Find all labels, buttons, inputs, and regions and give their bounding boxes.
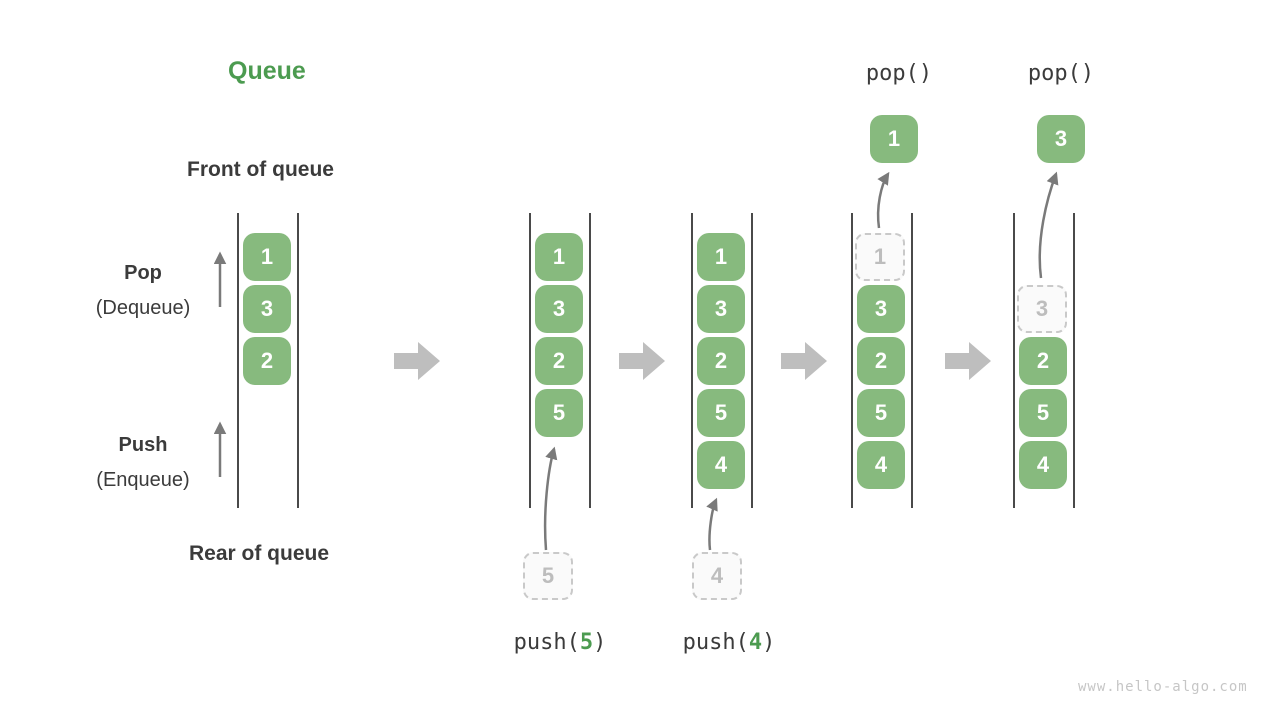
step-arrow-icon <box>781 342 827 380</box>
front-of-queue-label: Front of queue <box>187 158 334 181</box>
queue-item-box: 4 <box>1019 441 1067 489</box>
push-operation-label: push(5) <box>485 630 635 655</box>
queue-item-box: 2 <box>697 337 745 385</box>
queue-item-box: 2 <box>1019 337 1067 385</box>
step-arrow-icon <box>945 342 991 380</box>
push-op-arg: 5 <box>579 630 594 655</box>
removed-item-box: 3 <box>1017 285 1067 333</box>
pending-item-box: 4 <box>692 552 742 600</box>
pop-flow-arrow <box>876 171 890 229</box>
queue-rail <box>589 213 591 508</box>
removed-item-box: 1 <box>855 233 905 281</box>
queue-item-box: 3 <box>535 285 583 333</box>
queue-item-box: 5 <box>857 389 905 437</box>
queue-item-box: 5 <box>535 389 583 437</box>
push-flow-arrow <box>543 446 558 551</box>
pop-operation-label: pop() <box>1027 61 1095 86</box>
queue-item-box: 2 <box>857 337 905 385</box>
queue-rail <box>1013 213 1015 508</box>
push-label: Push <box>118 434 168 456</box>
queue-rail <box>237 213 239 508</box>
queue-item-box: 2 <box>243 337 291 385</box>
queue-rail <box>691 213 693 508</box>
queue-rail <box>297 213 299 508</box>
pop-label: Pop <box>124 262 162 284</box>
dequeue-label: (Dequeue) <box>95 297 191 319</box>
step-arrow-icon <box>619 342 665 380</box>
queue-rail <box>529 213 531 508</box>
queue-rail <box>1073 213 1075 508</box>
queue-item-box: 3 <box>697 285 745 333</box>
queue-item-box: 3 <box>857 285 905 333</box>
queue-item-box: 5 <box>1019 389 1067 437</box>
queue-rail <box>851 213 853 508</box>
push-op-prefix: push( <box>682 630 749 655</box>
step-arrow-icon <box>394 342 440 380</box>
diagram-title: Queue <box>228 57 306 85</box>
push-flow-arrow <box>706 497 718 551</box>
queue-item-box: 5 <box>697 389 745 437</box>
queue-item-box: 4 <box>697 441 745 489</box>
push-op-prefix: push( <box>513 630 580 655</box>
popped-item-box: 3 <box>1037 115 1085 163</box>
push-op-suffix: ) <box>762 630 776 655</box>
queue-item-box: 1 <box>697 233 745 281</box>
queue-rail <box>751 213 753 508</box>
push-op-suffix: ) <box>593 630 607 655</box>
popped-item-box: 1 <box>870 115 918 163</box>
queue-item-box: 2 <box>535 337 583 385</box>
enqueue-label: (Enqueue) <box>96 469 190 491</box>
pop-operation-label: pop() <box>865 61 933 86</box>
queue-rail <box>911 213 913 508</box>
queue-item-box: 1 <box>243 233 291 281</box>
push-op-arg: 4 <box>748 630 763 655</box>
pending-item-box: 5 <box>523 552 573 600</box>
pop-flow-arrow <box>1038 171 1059 279</box>
queue-item-box: 4 <box>857 441 905 489</box>
queue-item-box: 3 <box>243 285 291 333</box>
push-operation-label: push(4) <box>654 630 804 655</box>
watermark: www.hello-algo.com <box>1078 679 1248 695</box>
rear-of-queue-label: Rear of queue <box>189 542 330 565</box>
queue-item-box: 1 <box>535 233 583 281</box>
